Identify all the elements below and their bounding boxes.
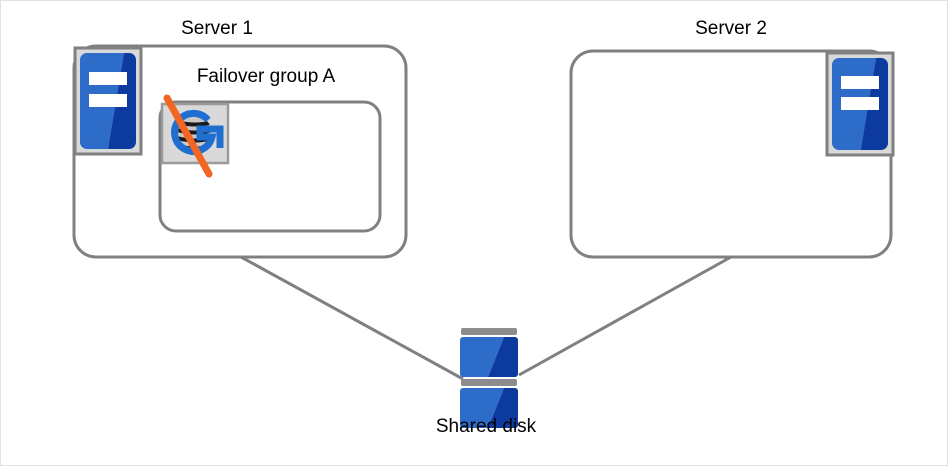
- server-icon[interactable]: [825, 51, 895, 157]
- connection-lines: [240, 255, 732, 381]
- server-2-label: Server 2: [695, 18, 767, 39]
- disk-middle-bar: [461, 379, 517, 386]
- failover-group-label: Failover group A: [196, 66, 336, 87]
- disk-stack-icon[interactable]: [460, 328, 518, 428]
- link-server1-disk: [240, 255, 464, 381]
- server-icon-slot-top: [841, 76, 879, 89]
- failover-group-disabled-icon[interactable]: [160, 94, 230, 178]
- link-server2-disk: [518, 255, 732, 377]
- server-1-label: Server 1: [181, 18, 253, 39]
- disk-top-bar: [461, 328, 517, 335]
- server-icon-slot-bottom: [89, 94, 127, 107]
- disabled-slash-icon: [163, 94, 213, 178]
- group-icon-ring: [171, 109, 224, 155]
- server-icon-slot-bottom: [841, 97, 879, 110]
- server-icon[interactable]: [73, 46, 143, 156]
- shared-disk-label: Shared disk: [435, 416, 537, 437]
- server-icon-slot-top: [89, 72, 127, 85]
